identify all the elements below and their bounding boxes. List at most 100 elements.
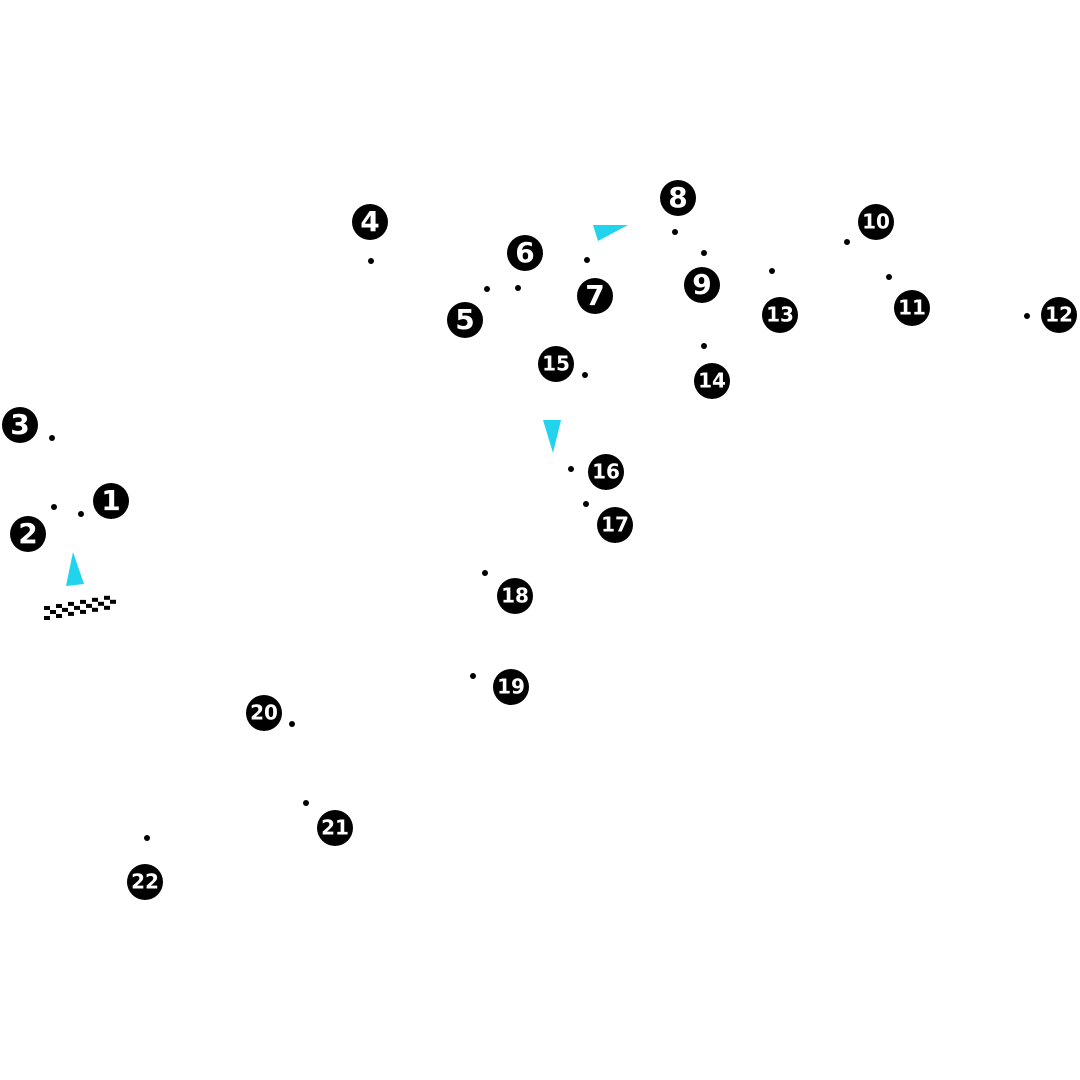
corner-apex-dot-7	[584, 257, 590, 263]
checkered-square	[56, 604, 62, 608]
corner-marker-label: 10	[862, 210, 890, 234]
corner-marker-circle	[127, 864, 163, 900]
corner-marker-circle	[597, 507, 633, 543]
corner-marker-2: 2	[10, 516, 46, 552]
checkered-square	[68, 611, 74, 616]
checkered-square	[56, 614, 62, 618]
corner-marker-11: 11	[894, 290, 930, 326]
checkered-square	[50, 610, 56, 614]
corner-marker-label: 5	[455, 303, 474, 336]
corner-marker-circle	[246, 695, 282, 731]
corner-marker-label: 20	[250, 701, 278, 725]
corner-apex-dots	[49, 229, 1030, 841]
corner-apex-dot-13	[769, 268, 775, 274]
corner-marker-circle	[762, 297, 798, 333]
checkered-square	[92, 607, 98, 612]
corner-apex-dot-18	[482, 570, 488, 576]
corner-marker-label: 14	[698, 369, 726, 393]
checkered-square	[86, 603, 92, 608]
drs-arrow-turn7-icon	[593, 225, 628, 241]
checkered-square	[80, 609, 86, 614]
corner-marker-label: 19	[497, 675, 525, 699]
corner-marker-20: 20	[246, 695, 282, 731]
corner-marker-circle	[577, 278, 613, 314]
corner-apex-dot-11	[886, 274, 892, 280]
drs-arrow-start-icon	[66, 552, 84, 586]
corner-marker-8: 8	[660, 180, 696, 216]
checkered-flag-icon	[44, 595, 116, 620]
corner-apex-dot-16	[568, 466, 574, 472]
corner-marker-label: 6	[515, 236, 534, 269]
corner-marker-17: 17	[597, 507, 633, 543]
corner-marker-circle	[10, 516, 46, 552]
corner-apex-dot-5	[484, 286, 490, 292]
corner-apex-dot-4	[368, 258, 374, 264]
corner-apex-dot-6	[515, 285, 521, 291]
corner-marker-1: 1	[93, 483, 129, 519]
checkered-square	[44, 616, 50, 620]
corner-marker-circle	[497, 578, 533, 614]
corner-marker-label: 12	[1045, 303, 1073, 327]
checkered-square	[104, 595, 110, 600]
corner-marker-circle	[2, 407, 38, 443]
corner-marker-3: 3	[2, 407, 38, 443]
corner-marker-label: 13	[766, 303, 794, 327]
checkered-square	[44, 606, 50, 610]
checkered-square	[92, 597, 98, 602]
corner-marker-circle	[1041, 297, 1077, 333]
corner-marker-12: 12	[1041, 297, 1077, 333]
corner-marker-5: 5	[447, 302, 483, 338]
corner-marker-label: 21	[321, 816, 349, 840]
corner-marker-15: 15	[538, 346, 574, 382]
corner-marker-circle	[694, 363, 730, 399]
corner-apex-dot-19	[470, 673, 476, 679]
corner-marker-circle	[894, 290, 930, 326]
checkered-square	[80, 599, 86, 604]
corner-marker-circle	[93, 483, 129, 519]
corner-marker-circle	[858, 204, 894, 240]
corner-marker-label: 11	[898, 296, 926, 320]
corner-marker-6: 6	[507, 235, 543, 271]
corner-marker-circle	[588, 454, 624, 490]
corner-apex-dot-3	[49, 435, 55, 441]
corner-marker-circle	[538, 346, 574, 382]
corner-apex-dot-10	[844, 239, 850, 245]
corner-marker-21: 21	[317, 810, 353, 846]
corner-marker-19: 19	[493, 669, 529, 705]
corner-apex-dot-20	[289, 721, 295, 727]
checkered-square	[104, 605, 110, 610]
corner-apex-dot-14	[701, 343, 707, 349]
corner-marker-circle	[507, 235, 543, 271]
corner-apex-dot-12	[1024, 313, 1030, 319]
corner-marker-18: 18	[497, 578, 533, 614]
corner-marker-label: 17	[601, 513, 629, 537]
corner-marker-label: 3	[10, 408, 29, 441]
corner-marker-14: 14	[694, 363, 730, 399]
corner-marker-circle	[493, 669, 529, 705]
corner-marker-label: 8	[668, 181, 687, 214]
corner-marker-circle	[317, 810, 353, 846]
corner-marker-label: 7	[585, 279, 604, 312]
corner-marker-label: 2	[18, 517, 37, 550]
corner-marker-label: 9	[692, 268, 711, 301]
corner-marker-label: 15	[542, 352, 570, 376]
corner-marker-16: 16	[588, 454, 624, 490]
corner-marker-circle	[352, 204, 388, 240]
corner-marker-7: 7	[577, 278, 613, 314]
corner-marker-10: 10	[858, 204, 894, 240]
checkered-square	[110, 599, 116, 604]
corner-apex-dot-2	[51, 504, 57, 510]
corner-marker-9: 9	[684, 267, 720, 303]
corner-apex-dot-15	[582, 372, 588, 378]
corner-marker-22: 22	[127, 864, 163, 900]
corner-apex-dot-17	[583, 501, 589, 507]
corner-apex-dot-9	[701, 250, 707, 256]
corner-apex-dot-21	[303, 800, 309, 806]
checkered-square	[68, 601, 74, 606]
corner-marker-label: 22	[131, 870, 159, 894]
checkered-square	[74, 605, 80, 610]
corner-marker-13: 13	[762, 297, 798, 333]
corner-marker-label: 16	[592, 460, 620, 484]
